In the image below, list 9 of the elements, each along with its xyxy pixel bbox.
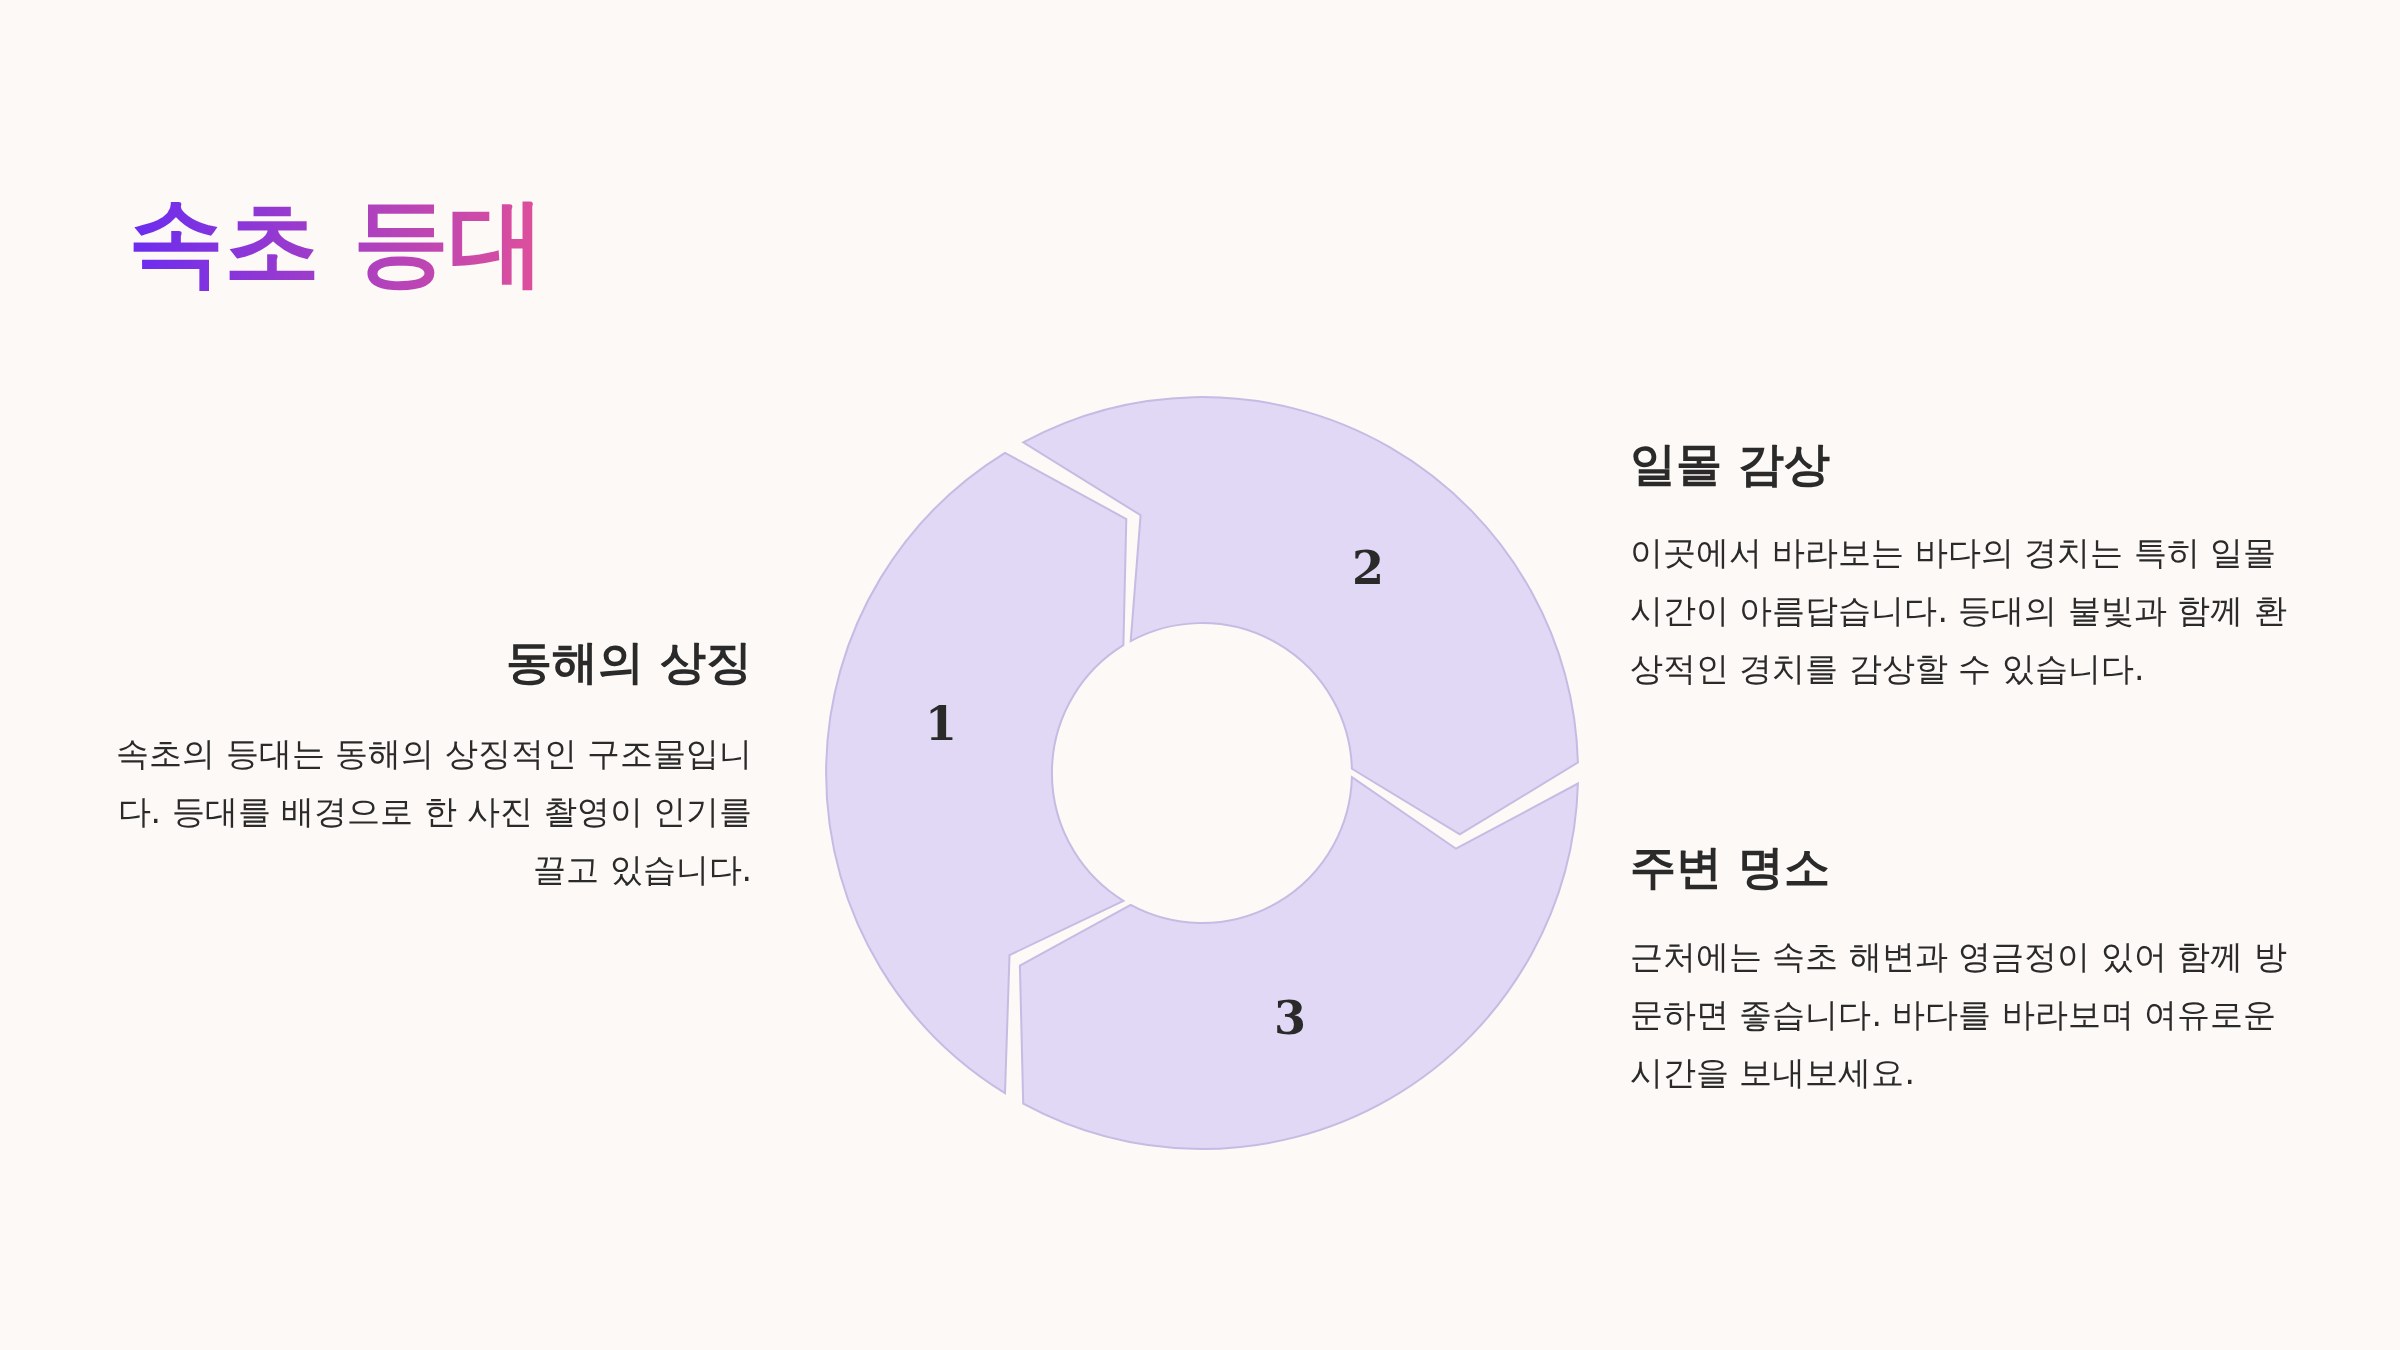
- paragraph: 근처에는 속초 해변과 영금정이 있어 함께 방문하면 좋습니다. 바다를 바라보며 여유로운 시간을 보내보세요.: [1630, 936, 2288, 1094]
- heading: 동해의 상징: [505, 635, 752, 691]
- step-number: 1: [925, 697, 957, 751]
- step-number: 2: [1352, 541, 1384, 595]
- heading: 주변 명소: [1630, 840, 1831, 896]
- paragraph: 속초의 등대는 동해의 상징적인 구조물입니다. 등대를 배경으로 한 사진 촬영이 인기를 끌고 있습니다.: [115, 733, 752, 891]
- paragraph: 이곳에서 바라보는 바다의 경치는 특히 일몰 시간이 아름답습니다. 등대의 불빛과 함께 환상적인 경치를 감상할 수 있습니다.: [1630, 532, 2288, 690]
- heading: 일몰 감상: [1630, 437, 1831, 493]
- step-number: 3: [1274, 991, 1306, 1045]
